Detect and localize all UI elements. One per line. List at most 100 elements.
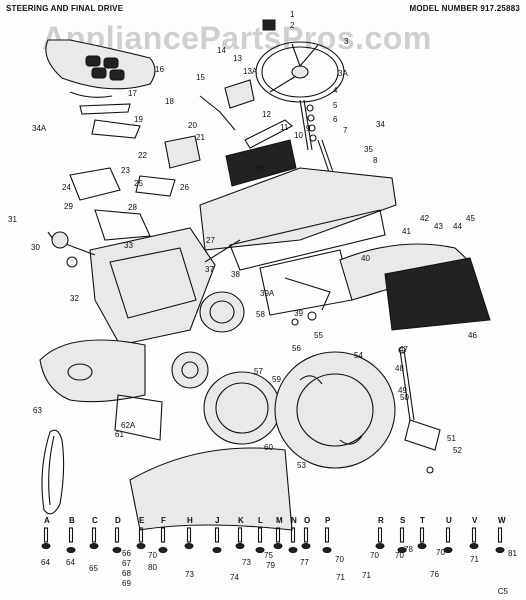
hardware-number: 70 <box>370 551 379 560</box>
hardware-letter: R <box>378 516 384 525</box>
bolt-icon <box>275 527 281 543</box>
nut-icon <box>136 543 146 549</box>
callout-10: 10 <box>294 131 303 140</box>
transaxle <box>47 227 241 346</box>
hardware-number: 71 <box>470 555 479 564</box>
callout-6: 6 <box>333 115 338 124</box>
callout-50: 50 <box>400 393 409 402</box>
hardware-number: 77 <box>300 558 309 567</box>
hardware-number: 74 <box>230 573 239 582</box>
hardware-number: 81 <box>508 549 517 558</box>
nut-icon <box>495 547 505 553</box>
callout-47: 47 <box>399 345 408 354</box>
callout-39: 39 <box>294 309 303 318</box>
callout-40: 40 <box>361 254 370 263</box>
hardware-legend: A B C D E F H J K L M N O P R S T U V W … <box>41 516 517 588</box>
bolt-icon <box>138 527 144 543</box>
callout-49: 49 <box>398 386 407 395</box>
bolt-icon <box>160 527 166 543</box>
hardware-number: 79 <box>266 561 275 570</box>
pulley-and-wheels <box>171 291 396 469</box>
callout-55: 55 <box>314 331 323 340</box>
bolt-icon <box>114 527 120 543</box>
bolt-icon <box>91 527 97 543</box>
callout-13a: 13A <box>243 67 258 76</box>
callout-11: 11 <box>280 123 289 132</box>
callout-labels: 1 2 3 3A 4 5 6 7 8 9 10 11 12 13 13A 14 … <box>8 10 477 470</box>
hardware-letter: H <box>187 516 193 525</box>
callout-45: 45 <box>466 214 475 223</box>
callout-19: 19 <box>134 115 143 124</box>
callout-1: 1 <box>290 10 295 19</box>
page-code: C5 <box>497 587 508 596</box>
hardware-letter: W <box>498 516 506 525</box>
callout-23: 23 <box>121 166 130 175</box>
callout-58: 58 <box>256 310 265 319</box>
callout-3: 3 <box>344 37 349 46</box>
hardware-letter: K <box>238 516 244 525</box>
spindle-parts <box>284 277 441 474</box>
nut-icon <box>158 547 168 553</box>
drive-belt <box>41 429 65 515</box>
callout-30: 30 <box>31 243 40 252</box>
callout-22: 22 <box>138 151 147 160</box>
hardware-letter: P <box>325 516 331 525</box>
bolt-icon <box>68 527 74 543</box>
callout-34: 34 <box>376 120 385 129</box>
callout-18: 18 <box>165 97 174 106</box>
bolt-icon <box>303 527 309 543</box>
callout-53: 53 <box>297 461 306 470</box>
nut-icon <box>273 543 283 549</box>
callout-63: 63 <box>33 406 42 415</box>
nut-icon <box>112 547 122 553</box>
callout-62a: 62A <box>121 421 136 430</box>
callout-20: 20 <box>188 121 197 130</box>
callout-61: 61 <box>115 430 124 439</box>
callout-8: 8 <box>373 156 378 165</box>
callout-54: 54 <box>354 351 363 360</box>
nut-icon <box>375 543 385 549</box>
hardware-number: 70 <box>395 551 404 560</box>
control-parts <box>69 79 297 241</box>
hardware-number: 71 <box>362 571 371 580</box>
callout-7: 7 <box>343 126 348 135</box>
callout-26: 26 <box>180 183 189 192</box>
steering-wheel <box>255 19 345 103</box>
callout-9: 9 <box>306 124 311 133</box>
callout-15: 15 <box>196 73 205 82</box>
model-number: MODEL NUMBER 917.25883 <box>409 4 520 13</box>
nut-icon <box>184 543 194 549</box>
nut-icon <box>397 547 407 553</box>
hardware-letter: L <box>258 516 263 525</box>
bolt-icon <box>497 527 503 543</box>
nut-icon <box>89 543 99 549</box>
hardware-number: 70 <box>335 555 344 564</box>
hardware-letter: A <box>44 516 50 525</box>
nut-icon <box>322 547 332 553</box>
hardware-number: 68 <box>122 569 131 578</box>
hardware-number: 73 <box>242 558 251 567</box>
nut-icon <box>66 547 76 553</box>
seat <box>45 39 156 115</box>
bolt-icon <box>419 527 425 543</box>
callout-31: 31 <box>8 215 17 224</box>
hardware-number: 71 <box>336 573 345 582</box>
nut-icon <box>235 543 245 549</box>
nut-icon <box>288 547 298 553</box>
callout-3a: 3A <box>338 69 348 78</box>
bolt-icon <box>471 527 477 543</box>
bolt-icon <box>214 527 220 543</box>
hardware-letter: D <box>115 516 121 525</box>
callout-39a: 39A <box>260 289 275 298</box>
hardware-number: 65 <box>89 564 98 573</box>
bolt-icon <box>399 527 405 543</box>
callout-21: 21 <box>196 133 205 142</box>
frame <box>199 167 491 331</box>
hardware-letter: B <box>69 516 75 525</box>
callout-32: 32 <box>70 294 79 303</box>
bolt-icon <box>377 527 383 543</box>
callout-56: 56 <box>292 344 301 353</box>
callout-12: 12 <box>262 110 271 119</box>
nut-icon <box>41 543 51 549</box>
